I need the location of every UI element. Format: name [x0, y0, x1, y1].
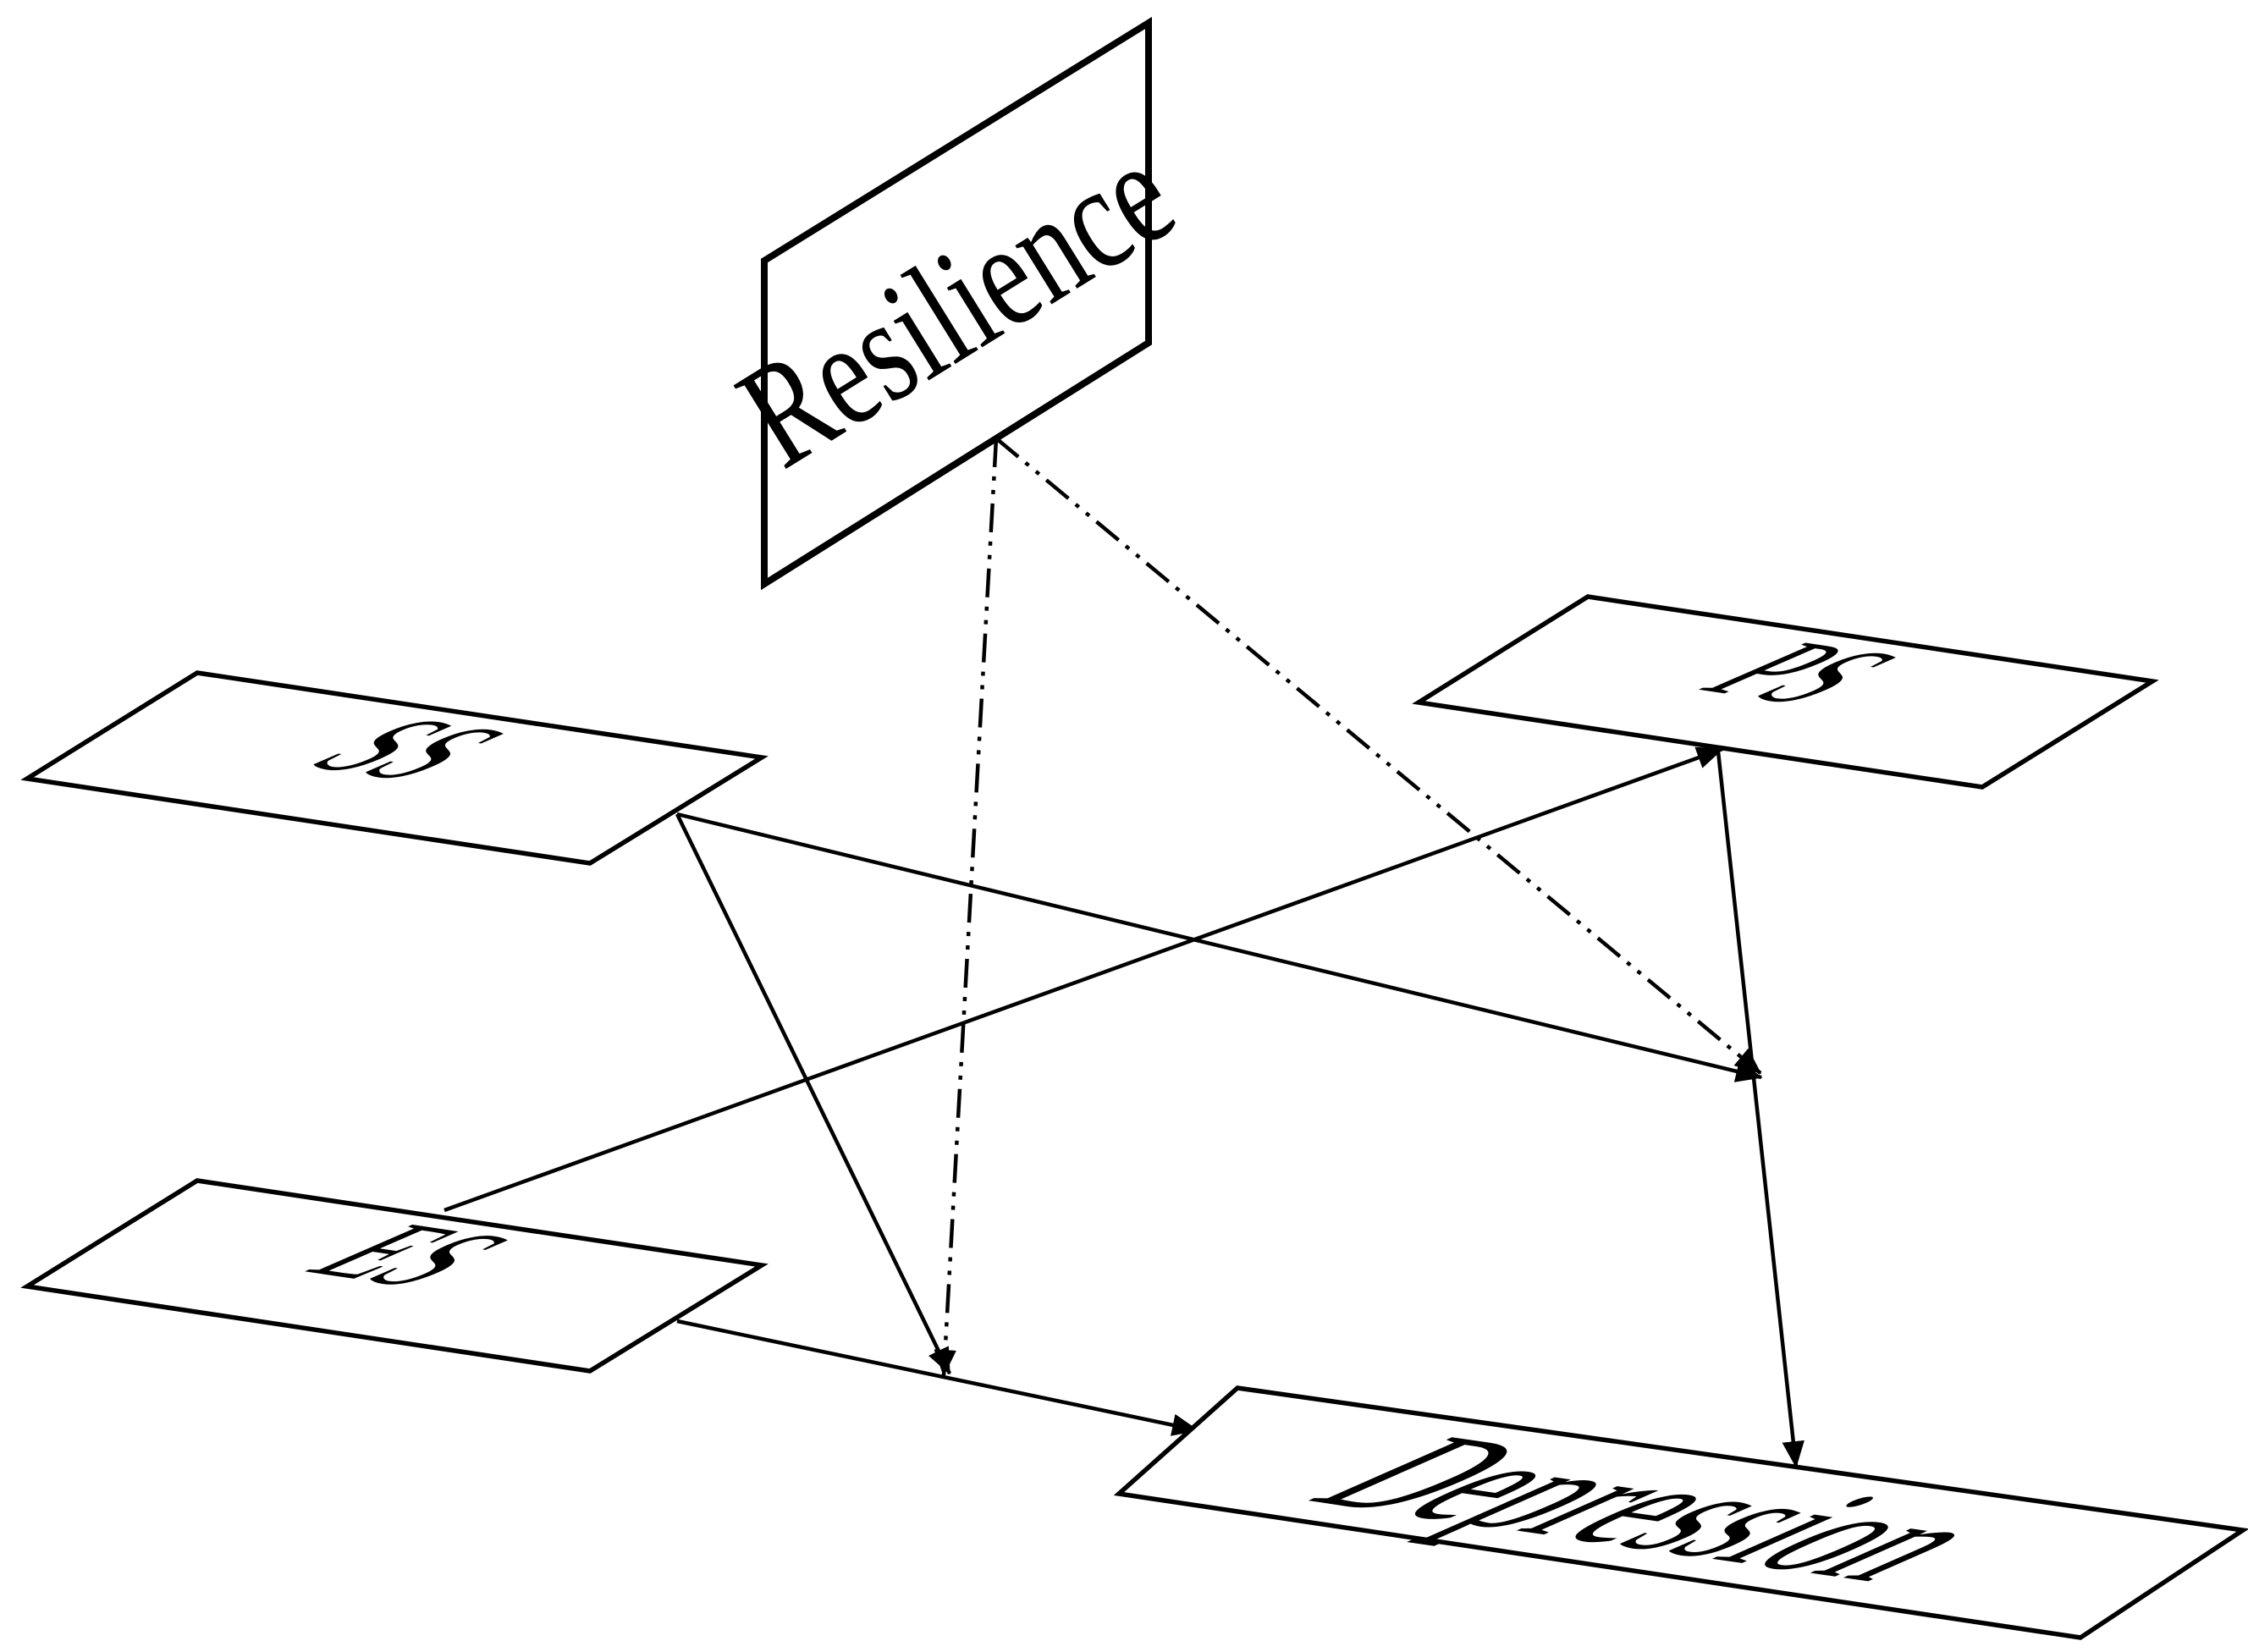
depression-box — [1113, 1385, 2248, 1640]
resilience-box — [761, 16, 1152, 591]
node-resilience: Resilience — [713, 16, 1200, 591]
edge-ss-to-ps-depression-path — [676, 812, 1763, 1082]
node-ps: PS — [1412, 594, 2159, 790]
edge-ss-to-depression — [675, 813, 952, 1375]
ss-box — [20, 670, 769, 866]
edge-es-to-depression — [676, 1319, 1199, 1436]
edges — [444, 437, 1804, 1468]
node-depression: Depression — [1113, 1385, 2248, 1640]
node-es: ES — [20, 1178, 769, 1374]
ps-box — [1412, 594, 2159, 790]
edge-resilience-to-ps-depression-path — [995, 437, 1762, 1075]
edge-resilience-to-ss-depression-path — [934, 438, 999, 1377]
node-ss: SS — [20, 670, 769, 866]
es-box — [20, 1178, 769, 1374]
edge-es-to-ps — [444, 746, 1724, 1213]
edge-ps-to-depression — [1716, 751, 1804, 1468]
